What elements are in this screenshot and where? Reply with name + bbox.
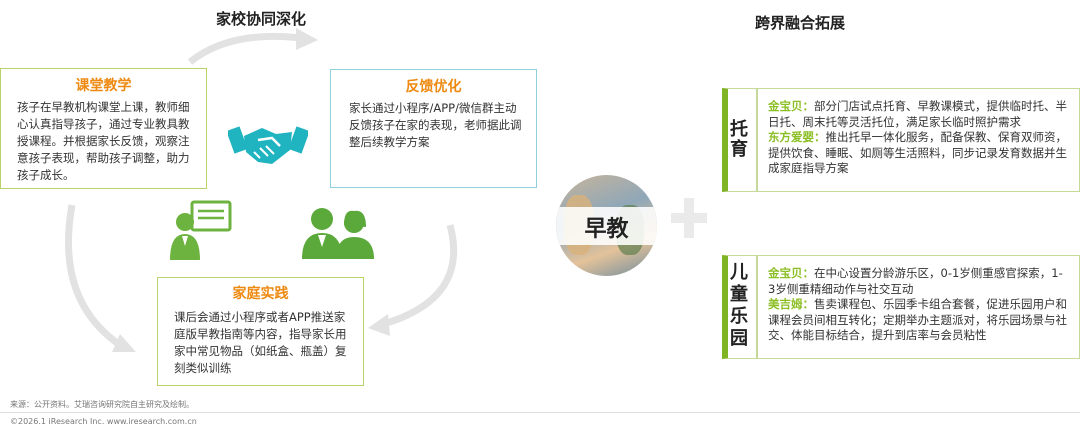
center-label: 早教 (556, 211, 657, 243)
brand-name: 东方爱婴： (768, 130, 826, 144)
childcare-entry: 东方爱婴：推出托早一体化服务，配备保教、保育双师资，提供饮食、睡眠、如厕等生活照… (768, 130, 1069, 177)
childcare-entry: 金宝贝：部分门店试点托育、早教课模式，提供临时托、半日托、周末托等灵活托位，满足… (768, 99, 1069, 130)
feedback-box: 反馈优化 家长通过小程序/APP/微信群主动反馈孩子在家的表现，老师据此调整后续… (330, 69, 537, 188)
classroom-text: 孩子在早教机构课堂上课，教师细心认真指导孩子，通过专业教具教授课程。并根据家长反… (1, 95, 206, 184)
early-education-photo: 早教 (556, 175, 657, 276)
playground-panel: 金宝贝：在中心设置分龄游乐区，0-1岁侧重感官探索，1-3岁侧重精细动作与社交互… (757, 255, 1080, 359)
classroom-box: 课堂教学 孩子在早教机构课堂上课，教师细心认真指导孩子，通过专业教具教授课程。并… (0, 68, 207, 189)
handshake-icon (228, 118, 308, 174)
brand-name: 金宝贝： (768, 266, 814, 280)
plus-icon (671, 198, 707, 238)
feedback-title: 反馈优化 (331, 76, 536, 96)
source-note: 来源：公开资料。艾瑞咨询研究院自主研究及绘制。 (10, 399, 194, 410)
playground-entry: 金宝贝：在中心设置分龄游乐区，0-1岁侧重感官探索，1-3岁侧重精细动作与社交互… (768, 266, 1069, 297)
classroom-title: 课堂教学 (1, 75, 206, 95)
copyright: ©2026.1 iResearch Inc. www.iresearch.com… (10, 417, 197, 426)
childcare-panel: 金宝贝：部分门店试点托育、早教课模式，提供临时托、半日托、周末托等灵活托位，满足… (757, 88, 1080, 192)
home-practice-box: 家庭实践 课后会通过小程序或者APP推送家庭版早教指南等内容，指导家长用家中常见… (157, 277, 364, 386)
playground-entry: 美吉姆：售卖课程包、乐园季卡组合套餐，促进乐园用户和课程会员间相互转化；定期举办… (768, 297, 1069, 344)
childcare-label-frame (722, 88, 757, 192)
home-practice-text: 课后会通过小程序或者APP推送家庭版早教指南等内容，指导家长用家中常见物品（如纸… (158, 303, 363, 377)
home-practice-title: 家庭实践 (158, 283, 363, 303)
playground-label-frame (722, 255, 757, 359)
footer-divider (0, 412, 1080, 413)
brand-name: 金宝贝： (768, 99, 814, 113)
brand-name: 美吉姆： (768, 297, 814, 311)
right-section-title: 跨界融合拓展 (755, 12, 845, 33)
parents-icon (300, 205, 376, 259)
teacher-icon (168, 200, 234, 262)
feedback-text: 家长通过小程序/APP/微信群主动反馈孩子在家的表现，老师据此调整后续教学方案 (331, 96, 536, 151)
